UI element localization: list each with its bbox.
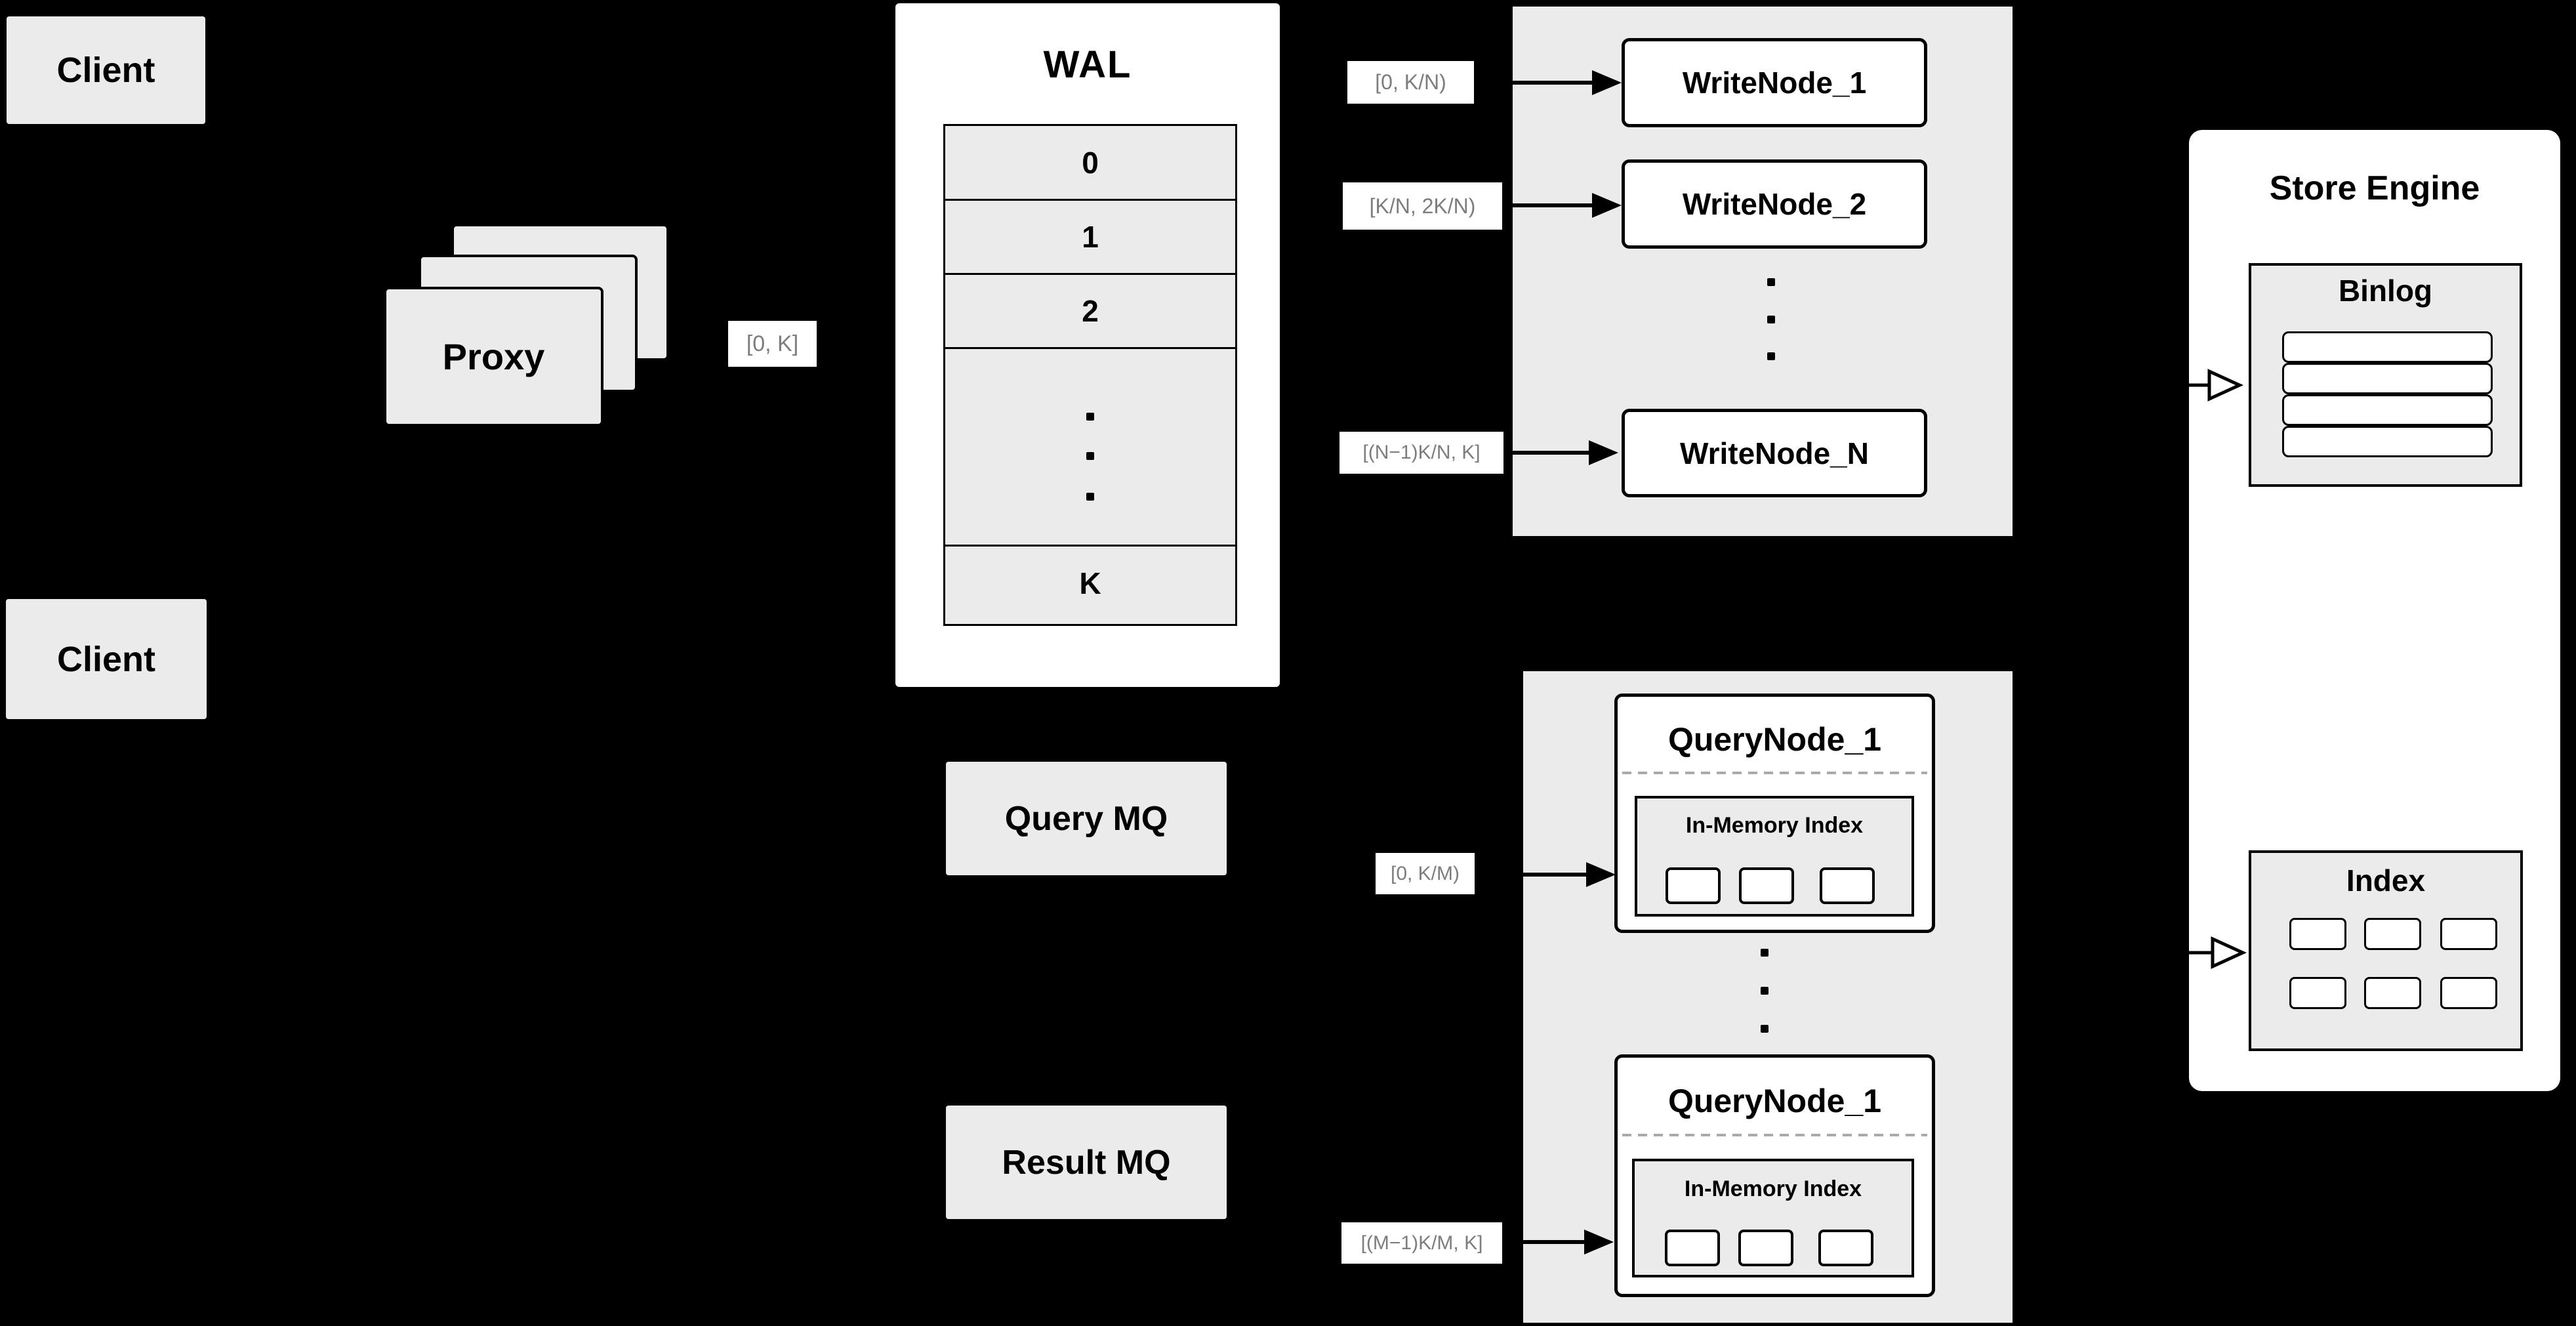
binlog-row bbox=[2282, 331, 2493, 363]
in-memory-index-bottom-title: In-Memory Index bbox=[1632, 1169, 1914, 1209]
range-label-proxy-wal-text: [0, K] bbox=[746, 331, 799, 356]
binlog-title-text: Binlog bbox=[2338, 274, 2433, 308]
index-title: Index bbox=[2249, 858, 2523, 903]
range-label-query-node-m: [(M−1)K/M, K] bbox=[1341, 1222, 1502, 1264]
range-label-write-node-2: [K/N, 2K/N) bbox=[1343, 182, 1502, 230]
result-mq-label: Result MQ bbox=[1002, 1143, 1171, 1182]
query-node-bottom-title: QueryNode_1 bbox=[1614, 1058, 1935, 1144]
client-top-label: Client bbox=[56, 51, 155, 90]
in-memory-index-bottom-title-text: In-Memory Index bbox=[1684, 1176, 1862, 1201]
wal-row-ellipsis bbox=[945, 349, 1235, 547]
wal-row-1: 1 bbox=[945, 201, 1235, 275]
range-label-query-node-1: [0, K/M) bbox=[1376, 853, 1475, 894]
store-engine-title-text: Store Engine bbox=[2269, 169, 2480, 207]
in-memory-index-top-title-text: In-Memory Index bbox=[1685, 812, 1864, 838]
wal-table: 0 1 2 K bbox=[943, 124, 1237, 626]
wal-row-1-text: 1 bbox=[1082, 220, 1099, 254]
range-label-write-node-2-text: [K/N, 2K/N) bbox=[1369, 194, 1476, 218]
index-cell bbox=[2440, 918, 2497, 950]
write-node-1-label: WriteNode_1 bbox=[1682, 66, 1867, 100]
index-cell bbox=[2440, 977, 2497, 1009]
index-segment-cell bbox=[1818, 1230, 1873, 1266]
write-node-1-box: WriteNode_1 bbox=[1622, 38, 1927, 127]
write-node-ellipsis-dot bbox=[1767, 316, 1775, 323]
write-node-ellipsis-dot bbox=[1767, 352, 1775, 360]
range-label-query-node-m-text: [(M−1)K/M, K] bbox=[1360, 1232, 1483, 1254]
index-box bbox=[2249, 850, 2523, 1051]
wal-row-2-text: 2 bbox=[1082, 294, 1099, 328]
range-label-query-node-1-text: [0, K/M) bbox=[1390, 862, 1460, 884]
query-node-bottom-title-text: QueryNode_1 bbox=[1667, 1083, 1882, 1119]
index-cell bbox=[2289, 918, 2346, 950]
wal-title: WAL bbox=[895, 38, 1280, 91]
wal-ellipsis-dot bbox=[1086, 493, 1094, 501]
write-node-n-label: WriteNode_N bbox=[1680, 436, 1869, 470]
store-engine-title: Store Engine bbox=[2189, 164, 2560, 213]
result-mq-box: Result MQ bbox=[946, 1106, 1227, 1219]
write-node-2-box: WriteNode_2 bbox=[1622, 159, 1927, 249]
range-label-write-node-1-text: [0, K/N) bbox=[1375, 70, 1446, 94]
index-segment-cell bbox=[1739, 867, 1794, 904]
query-node-ellipsis-dot bbox=[1761, 987, 1768, 995]
proxy-label: Proxy bbox=[442, 336, 545, 377]
index-cell bbox=[2364, 977, 2421, 1009]
client-top-box: Client bbox=[7, 16, 205, 124]
binlog-row bbox=[2282, 426, 2493, 457]
wal-ellipsis-dot bbox=[1086, 413, 1094, 421]
in-memory-index-top-title: In-Memory Index bbox=[1635, 806, 1914, 845]
binlog-row bbox=[2282, 394, 2493, 426]
wal-ellipsis-dot bbox=[1086, 452, 1094, 460]
wal-row-k-text: K bbox=[1079, 566, 1101, 600]
query-mq-label: Query MQ bbox=[1004, 799, 1168, 838]
index-segment-cell bbox=[1820, 867, 1875, 904]
query-mq-box: Query MQ bbox=[946, 762, 1227, 875]
index-cell bbox=[2289, 977, 2346, 1009]
query-node-ellipsis-dot bbox=[1761, 949, 1768, 957]
client-middle-box: Client bbox=[6, 599, 207, 719]
write-node-2-label: WriteNode_2 bbox=[1682, 187, 1867, 221]
index-segment-cell bbox=[1738, 1230, 1793, 1266]
index-cell bbox=[2364, 918, 2421, 950]
range-label-proxy-wal: [0, K] bbox=[728, 321, 817, 367]
proxy-box: Proxy bbox=[384, 287, 603, 426]
index-segment-cell bbox=[1666, 867, 1721, 904]
index-title-text: Index bbox=[2346, 863, 2426, 898]
binlog-title: Binlog bbox=[2249, 269, 2522, 312]
range-label-write-node-1: [0, K/N) bbox=[1347, 61, 1474, 104]
binlog-row bbox=[2282, 363, 2493, 394]
range-label-write-node-n: [(N−1)K/N, K] bbox=[1339, 432, 1503, 474]
write-node-n-box: WriteNode_N bbox=[1622, 409, 1927, 497]
write-node-ellipsis-dot bbox=[1767, 278, 1775, 286]
index-segment-cell bbox=[1665, 1230, 1720, 1266]
wal-row-0-text: 0 bbox=[1082, 145, 1099, 180]
wal-row-0: 0 bbox=[945, 126, 1235, 201]
client-middle-label: Client bbox=[56, 639, 155, 679]
query-node-ellipsis-dot bbox=[1761, 1025, 1768, 1033]
wal-row-k: K bbox=[945, 547, 1235, 620]
wal-title-text: WAL bbox=[1043, 43, 1132, 86]
range-label-write-node-n-text: [(N−1)K/N, K] bbox=[1362, 442, 1481, 463]
query-node-top-title: QueryNode_1 bbox=[1614, 697, 1935, 782]
query-node-top-title-text: QueryNode_1 bbox=[1667, 721, 1882, 758]
wal-row-2: 2 bbox=[945, 275, 1235, 349]
